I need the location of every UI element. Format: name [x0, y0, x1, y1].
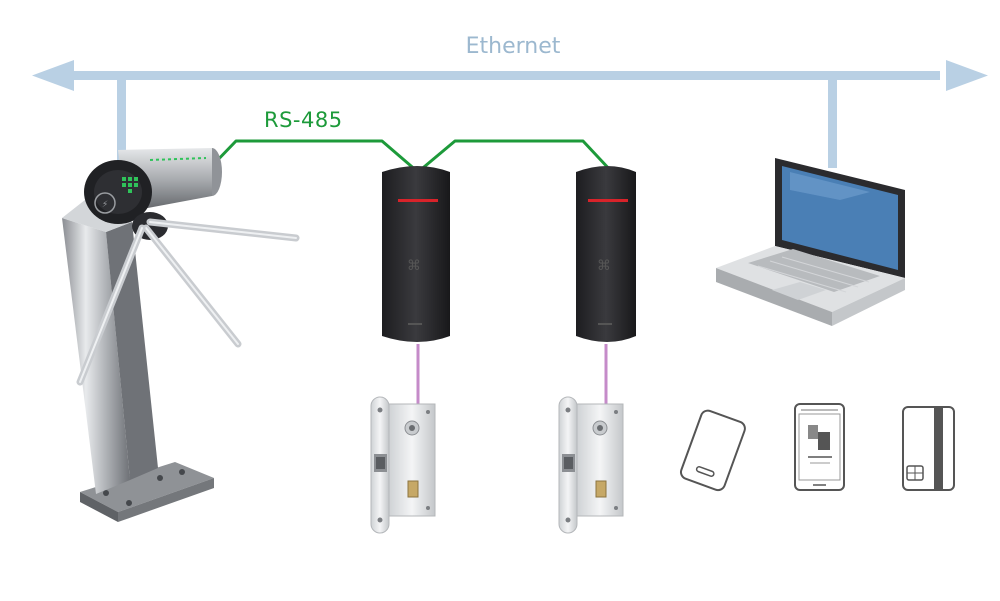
turnstile-led-grid — [122, 177, 138, 193]
arrow-left-icon — [32, 60, 74, 91]
ethernet-drop-turnstile — [117, 78, 126, 170]
reader-2-icon: ⌘ — [576, 166, 636, 342]
lock-1-icon — [370, 396, 436, 534]
rs485-label: RS-485 — [264, 108, 343, 132]
ethernet-drop-laptop — [828, 78, 837, 168]
svg-text:⌘: ⌘ — [597, 258, 611, 274]
smartphone-icon — [794, 403, 845, 491]
turnstile-icon: ⚡ — [62, 148, 300, 522]
reader-1-icon: ⌘ — [382, 166, 450, 342]
reader-led — [398, 199, 438, 202]
reader-led — [588, 199, 628, 202]
arrow-right-icon — [946, 60, 988, 91]
lock-2-icon — [558, 396, 624, 534]
laptop-icon — [716, 158, 905, 326]
ethernet-label: Ethernet — [465, 34, 561, 59]
card-icon — [679, 409, 746, 492]
ethernet-bus — [32, 60, 988, 170]
svg-text:⚡: ⚡ — [102, 200, 108, 210]
svg-text:⌘: ⌘ — [407, 258, 421, 274]
smartcard-icon — [902, 406, 955, 491]
